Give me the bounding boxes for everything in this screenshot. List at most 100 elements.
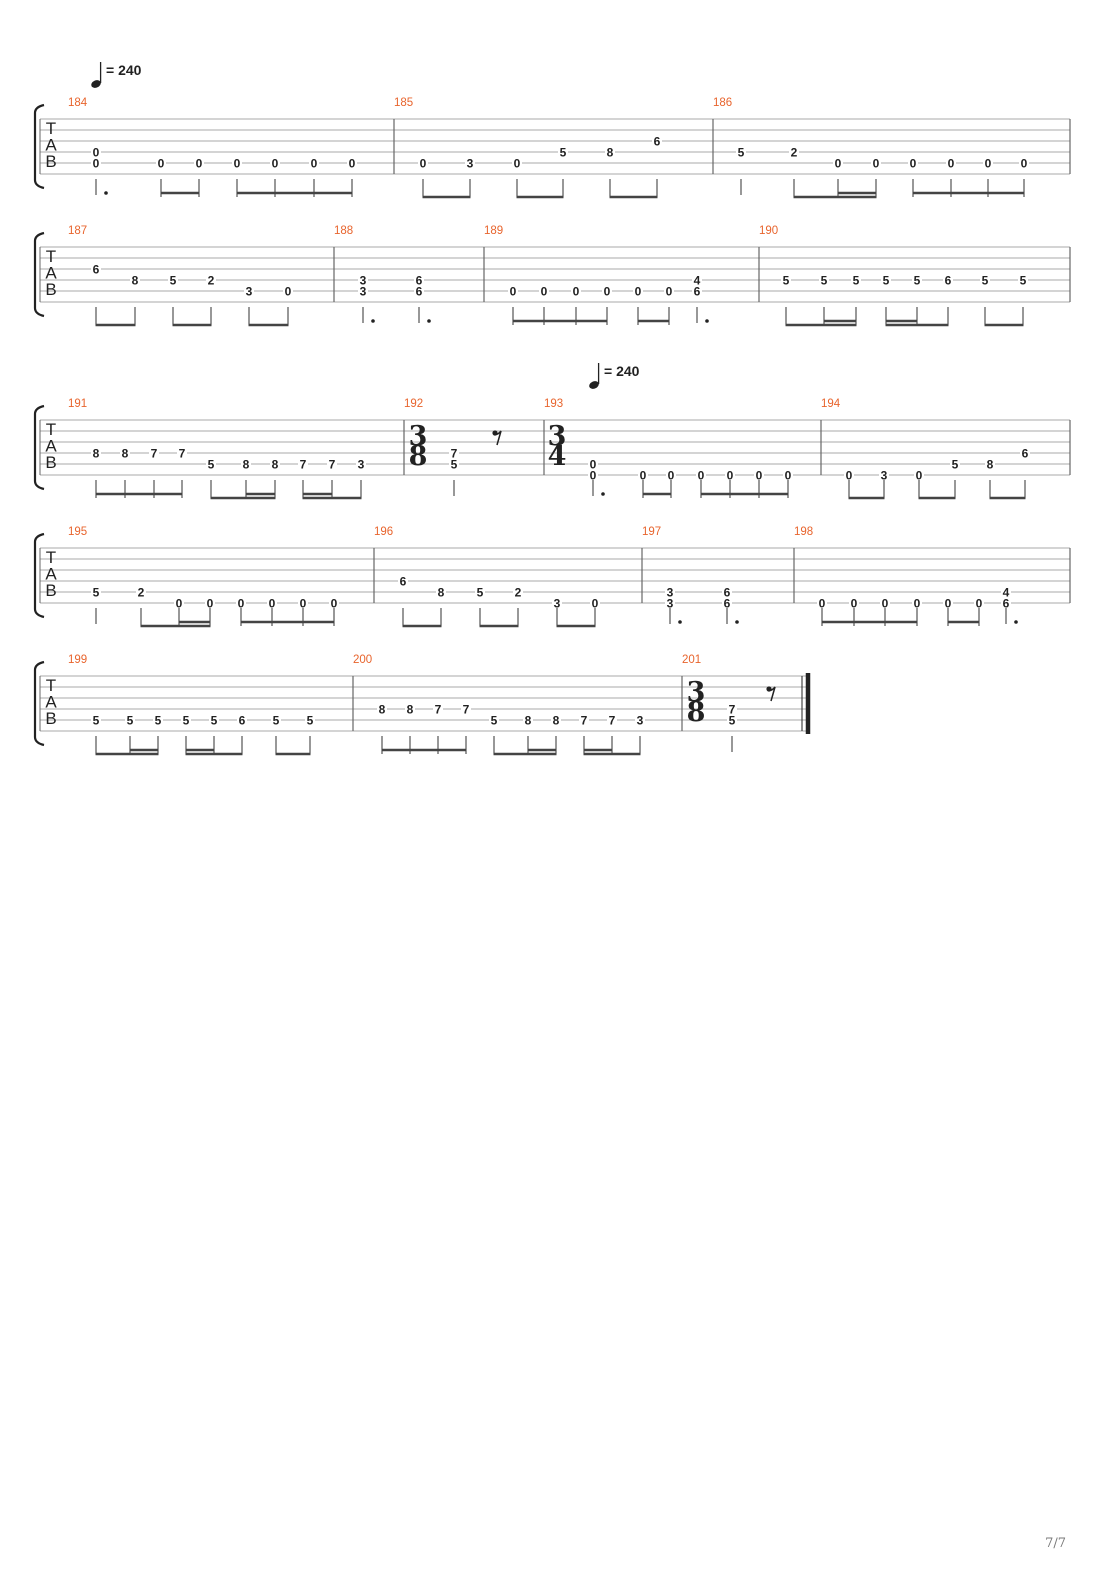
fret-mask [722,597,732,608]
fret-mask [206,274,216,285]
fret-number: 5 [127,714,134,728]
tab-clef-letter: T [46,119,56,138]
tab-clef-letter: T [46,676,56,695]
fret-number: 0 [510,285,517,299]
fret-mask [449,447,459,458]
tempo-label: = 240 [604,363,640,379]
tempo-marking: = 240 [91,62,142,88]
fret-number: 8 [525,714,532,728]
tab-clef-letter: A [45,565,57,584]
fret-mask [783,469,793,480]
fret-number: 5 [883,274,890,288]
fret-mask [588,458,598,469]
fret-mask [205,597,215,608]
fret-number: 3 [360,274,367,288]
fret-mask [912,274,922,285]
fret-number: 3 [881,469,888,483]
tab-clef-letter: B [45,581,56,600]
fret-number: 5 [982,274,989,288]
fret-mask [508,285,518,296]
fret-number: 5 [914,274,921,288]
fret-mask [489,714,499,725]
fret-mask [329,597,339,608]
quarter-note-icon [91,80,101,88]
fret-number: 0 [196,157,203,171]
fret-mask [241,458,251,469]
fret-number: 6 [400,575,407,589]
fret-mask [209,714,219,725]
fret-mask [237,714,247,725]
fret-mask [236,597,246,608]
fret-number: 5 [307,714,314,728]
fret-number: 5 [783,274,790,288]
measure-number: 192 [404,398,423,410]
tab-clef-letter: A [45,136,57,155]
fret-mask [819,274,829,285]
eighth-rest-icon [766,686,776,702]
fret-mask [91,157,101,168]
fret-number: 0 [851,597,858,611]
measure-number: 191 [68,398,87,410]
tab-clef-letter: B [45,709,56,728]
fret-number: 0 [916,469,923,483]
fret-mask [418,157,428,168]
measure-number: 195 [68,526,87,538]
fret-mask [579,714,589,725]
fret-number: 5 [1020,274,1027,288]
fret-number: 7 [609,714,616,728]
fret-mask [153,714,163,725]
fret-number: 0 [846,469,853,483]
fret-mask [950,458,960,469]
fret-mask [91,586,101,597]
fret-mask [817,597,827,608]
fret-mask [270,157,280,168]
fret-mask [298,458,308,469]
augmentation-dot [371,319,375,323]
fret-mask [91,263,101,274]
fret-number: 8 [438,586,445,600]
fret-mask [588,469,598,480]
fret-mask [398,575,408,586]
fret-mask [1019,157,1029,168]
fret-number: 5 [273,714,280,728]
fret-number: 8 [122,447,129,461]
fret-mask [912,597,922,608]
fret-number: 0 [420,157,427,171]
fret-number: 0 [640,469,647,483]
fret-number: 6 [724,586,731,600]
fret-mask [789,146,799,157]
fret-number: 3 [360,285,367,299]
fret-mask [194,157,204,168]
fret-number: 5 [560,146,567,160]
fret-number: 3 [554,597,561,611]
fret-number: 5 [211,714,218,728]
fret-mask [91,146,101,157]
fret-number: 0 [269,597,276,611]
augmentation-dot [1014,620,1018,624]
fret-number: 0 [514,157,521,171]
fret-mask [149,447,159,458]
fret-mask [1001,586,1011,597]
fret-mask [946,157,956,168]
fret-number: 7 [435,703,442,717]
fret-number: 3 [358,458,365,472]
fret-mask [1020,447,1030,458]
fret-mask [91,447,101,458]
fret-mask [665,597,675,608]
fret-number: 0 [910,157,917,171]
fret-mask [174,597,184,608]
fret-number: 0 [945,597,952,611]
fret-number: 0 [819,597,826,611]
fret-mask [120,447,130,458]
fret-number: 0 [914,597,921,611]
fret-number: 0 [573,285,580,299]
